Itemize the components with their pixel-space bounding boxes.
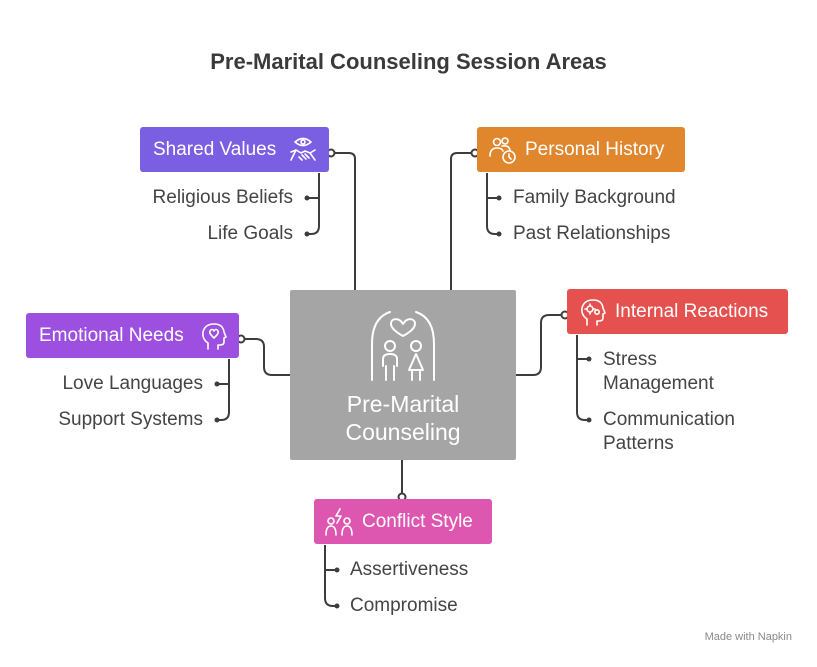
connector-internal-reactions [516,314,567,376]
list-item-line: Communication [603,409,735,430]
eye-handshake-icon [290,137,316,161]
list-item: Compromise [350,595,458,616]
category-shared-values: Shared Values [140,127,329,172]
central-label-line2: Counseling [345,419,461,445]
bracket-emotional-needs [217,359,230,421]
list-item: Past Relationships [513,223,671,244]
list-item: Religious Beliefs [152,187,293,208]
list-item: Assertiveness [350,559,469,580]
connector-personal-history [450,152,477,290]
category-conflict-style: Conflict Style [314,499,492,544]
bracket-conflict-style [324,545,337,607]
connector-emotional-needs [239,338,290,376]
list-item: Love Languages [62,373,203,394]
bracket-internal-reactions [576,335,589,421]
head-heart-icon [202,323,227,350]
bracket-personal-history [486,173,499,235]
list-item: Family Background [513,187,676,208]
category-label: Emotional Needs [39,324,184,346]
category-label: Personal History [525,138,665,160]
category-label: Conflict Style [362,510,473,532]
footer-attribution: Made with Napkin [704,631,792,643]
list-item-line: Stress [603,349,657,370]
people-conflict-icon [325,508,353,536]
head-gears-icon [581,299,606,326]
category-personal-history: Personal History [477,127,685,172]
central-label-line1: Pre-Marital [346,391,460,417]
list-item: Stress Management [603,348,714,396]
page-title: Pre-Marital Counseling Session Areas [210,49,607,74]
list-item: Support Systems [58,409,203,430]
couple-heart-arch-icon [371,311,435,381]
list-item: Life Goals [207,223,293,244]
connector-shared-values [329,152,356,290]
list-item-line: Management [603,373,714,394]
category-internal-reactions: Internal Reactions [567,289,788,334]
central-node: Pre-Marital Counseling [290,290,516,460]
category-emotional-needs: Emotional Needs [26,313,239,358]
bracket-shared-values [307,173,320,235]
category-label: Internal Reactions [615,300,769,322]
list-item-line: Patterns [603,433,674,454]
list-item: Communication Patterns [603,408,735,456]
people-clock-icon [489,137,516,164]
category-label: Shared Values [153,138,277,160]
